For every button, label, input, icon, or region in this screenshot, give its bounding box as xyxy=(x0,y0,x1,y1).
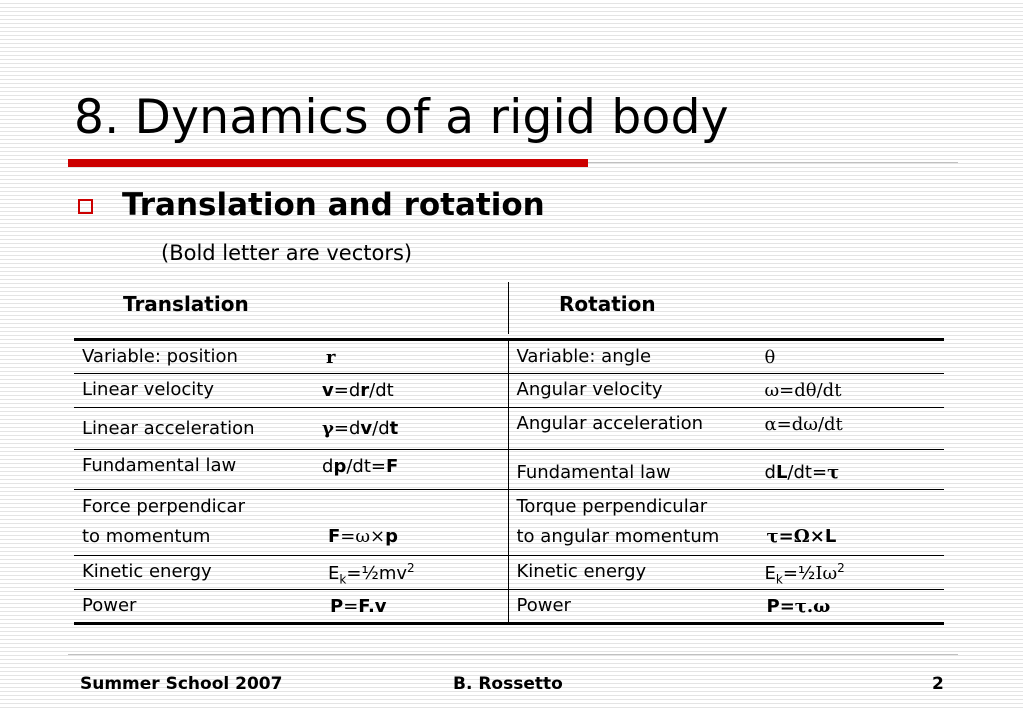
row-label: to momentum xyxy=(82,526,211,547)
row-label: Variable: position xyxy=(82,346,238,367)
slide-title: 8. Dynamics of a rigid body xyxy=(74,90,729,145)
table-row: Fundamental law dp/dt=F Fundamental law … xyxy=(74,449,944,490)
row-label: Fundamental law xyxy=(516,462,671,483)
formula: dp/dt=F xyxy=(322,456,399,477)
table-row: Force perpendicar to momentum F=ω×p Torq… xyxy=(74,489,944,556)
bullet-heading: Translation and rotation xyxy=(122,187,545,223)
row-label: Power xyxy=(82,595,137,616)
formula: α=dω/dt xyxy=(764,414,843,435)
row-label: Force perpendicar xyxy=(82,496,245,517)
row-label: Angular acceleration xyxy=(516,413,704,434)
formula: τ=Ω×L xyxy=(766,526,837,547)
table-row: Linear acceleration γ=dv/dt Angular acce… xyxy=(74,407,944,450)
row-label: Linear velocity xyxy=(82,379,215,400)
table-cell: Force perpendicar to momentum F=ω×p xyxy=(74,489,509,556)
table-cell: Linear acceleration γ=dv/dt xyxy=(74,407,509,450)
formula: dL/dt=τ xyxy=(764,462,840,483)
table-cell: Fundamental law dL/dt=τ xyxy=(508,450,944,490)
table-cell: Angular acceleration α=dω/dt xyxy=(508,408,944,450)
formula: Ek=½mv2 xyxy=(328,561,415,587)
formula: P=F.v xyxy=(330,596,387,617)
row-label: Torque perpendicular xyxy=(516,496,708,517)
formula: θ xyxy=(764,347,776,368)
table-row: Variable: position r Variable: angle θ xyxy=(74,339,944,374)
column-header-rotation: Rotation xyxy=(559,292,656,316)
row-label: Kinetic energy xyxy=(516,561,647,582)
table-row: Linear velocity v=dr/dt Angular velocity… xyxy=(74,373,944,408)
footer-event: Summer School 2007 xyxy=(80,674,283,694)
table-cell: Kinetic energy Ek=½mv2 xyxy=(74,555,509,590)
formula: γ=dv/dt xyxy=(322,418,399,439)
table-cell: Power P=F.v xyxy=(74,589,509,624)
formula: v=dr/dt xyxy=(322,380,394,401)
table-cell: Fundamental law dp/dt=F xyxy=(74,449,509,490)
row-label: Power xyxy=(516,595,571,616)
vector-note: (Bold letter are vectors) xyxy=(161,241,413,265)
table-cell: Kinetic energy Ek=½Iω2 xyxy=(508,556,944,590)
row-label: Angular velocity xyxy=(516,379,663,400)
table-cell: Power P=τ.ω xyxy=(508,590,944,624)
table-cell: Angular velocity ω=dθ/dt xyxy=(508,374,944,408)
formula: Ek=½Iω2 xyxy=(764,561,845,587)
table-cell: Variable: position r xyxy=(74,339,509,374)
row-label: Kinetic energy xyxy=(82,561,212,582)
formula: r xyxy=(326,347,336,368)
footer-divider xyxy=(68,654,958,655)
table-row: Power P=F.v Power P=τ.ω xyxy=(74,589,944,624)
footer-author: B. Rossetto xyxy=(453,674,563,694)
column-header-translation: Translation xyxy=(123,292,249,316)
table-cell: Linear velocity v=dr/dt xyxy=(74,373,509,408)
row-label: Variable: angle xyxy=(516,346,652,367)
formula: P=τ.ω xyxy=(766,596,831,617)
formula: ω=dθ/dt xyxy=(764,380,842,401)
table-row: Kinetic energy Ek=½mv2 Kinetic energy Ek… xyxy=(74,555,944,590)
page-number: 2 xyxy=(932,674,944,694)
table-cell: Torque perpendicular to angular momentum… xyxy=(508,490,944,556)
row-label: to angular momentum xyxy=(516,526,720,547)
title-underline-accent xyxy=(68,159,588,167)
dynamics-table: Variable: position r Variable: angle θ L… xyxy=(74,338,944,625)
table-cell: Variable: angle θ xyxy=(508,340,944,374)
row-label: Fundamental law xyxy=(82,455,237,476)
formula: F=ω×p xyxy=(328,526,399,547)
header-divider xyxy=(508,282,509,334)
row-label: Linear acceleration xyxy=(82,418,255,439)
square-bullet-icon xyxy=(78,199,93,214)
